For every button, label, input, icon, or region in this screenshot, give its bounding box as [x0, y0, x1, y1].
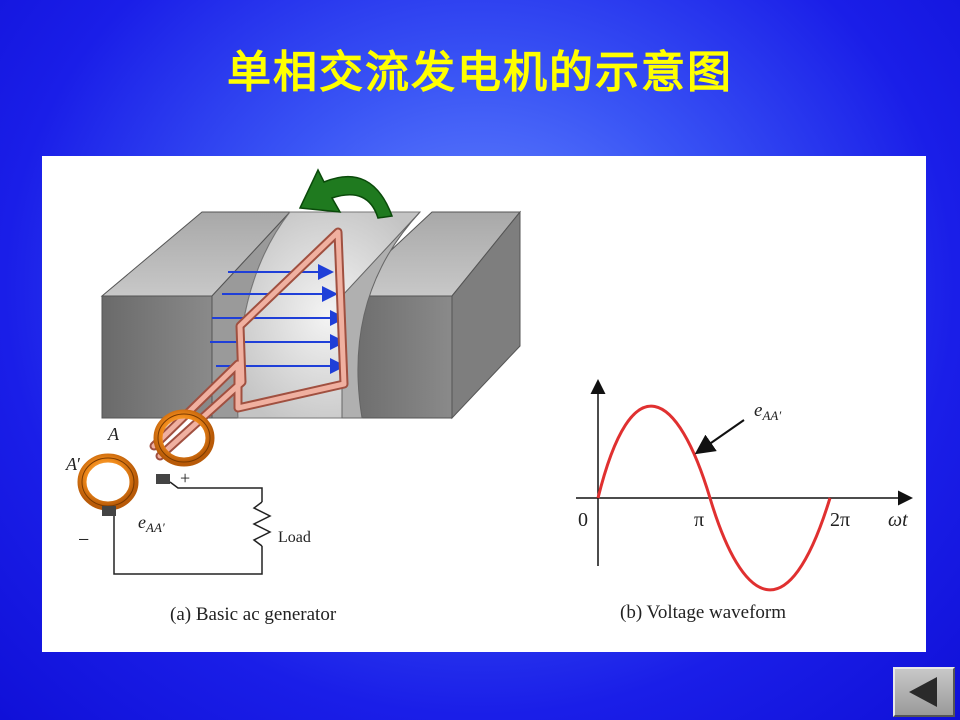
figure-panel: A A′ + − eAA′ Load (a) Basic ac generato…	[42, 156, 926, 652]
curve-pointer-arrow	[694, 419, 745, 455]
slip-ring-a-prime	[77, 453, 139, 511]
tick-2pi-label: 2π	[830, 509, 850, 531]
brush-a-prime	[102, 506, 116, 516]
generator-caption: (a) Basic ac generator	[170, 604, 337, 625]
plus-label: +	[180, 468, 190, 488]
voltage-curve	[596, 404, 832, 592]
load-resistor-icon	[252, 501, 272, 547]
generator-diagram: A A′ + − eAA′ Load (a) Basic ac generato…	[65, 168, 913, 625]
circuit-wire	[113, 481, 263, 575]
terminal-a-label: A	[107, 424, 120, 444]
rotation-arrow-icon	[298, 168, 394, 219]
curve-label: eAA′	[754, 400, 781, 423]
waveform-caption: (b) Voltage waveform	[620, 602, 786, 623]
emf-label: eAA′	[138, 512, 165, 535]
rotating-coil	[149, 227, 349, 461]
load-label: Load	[278, 529, 311, 546]
terminal-a-prime-label: A′	[65, 454, 81, 474]
waveform-chart: eAA′ 0 π 2π ωt	[576, 379, 913, 592]
minus-label: −	[78, 529, 89, 551]
axis-label-omega-t: ωt	[888, 509, 908, 531]
slide-title: 单相交流发电机的示意图	[227, 47, 733, 98]
brush-a	[156, 474, 170, 484]
triangle-left-icon	[909, 677, 937, 707]
tick-pi-label: π	[694, 509, 704, 531]
slip-ring-a	[153, 409, 215, 467]
tick-zero-label: 0	[578, 509, 588, 531]
back-button[interactable]	[893, 667, 955, 717]
right-pole-piece	[340, 210, 522, 420]
